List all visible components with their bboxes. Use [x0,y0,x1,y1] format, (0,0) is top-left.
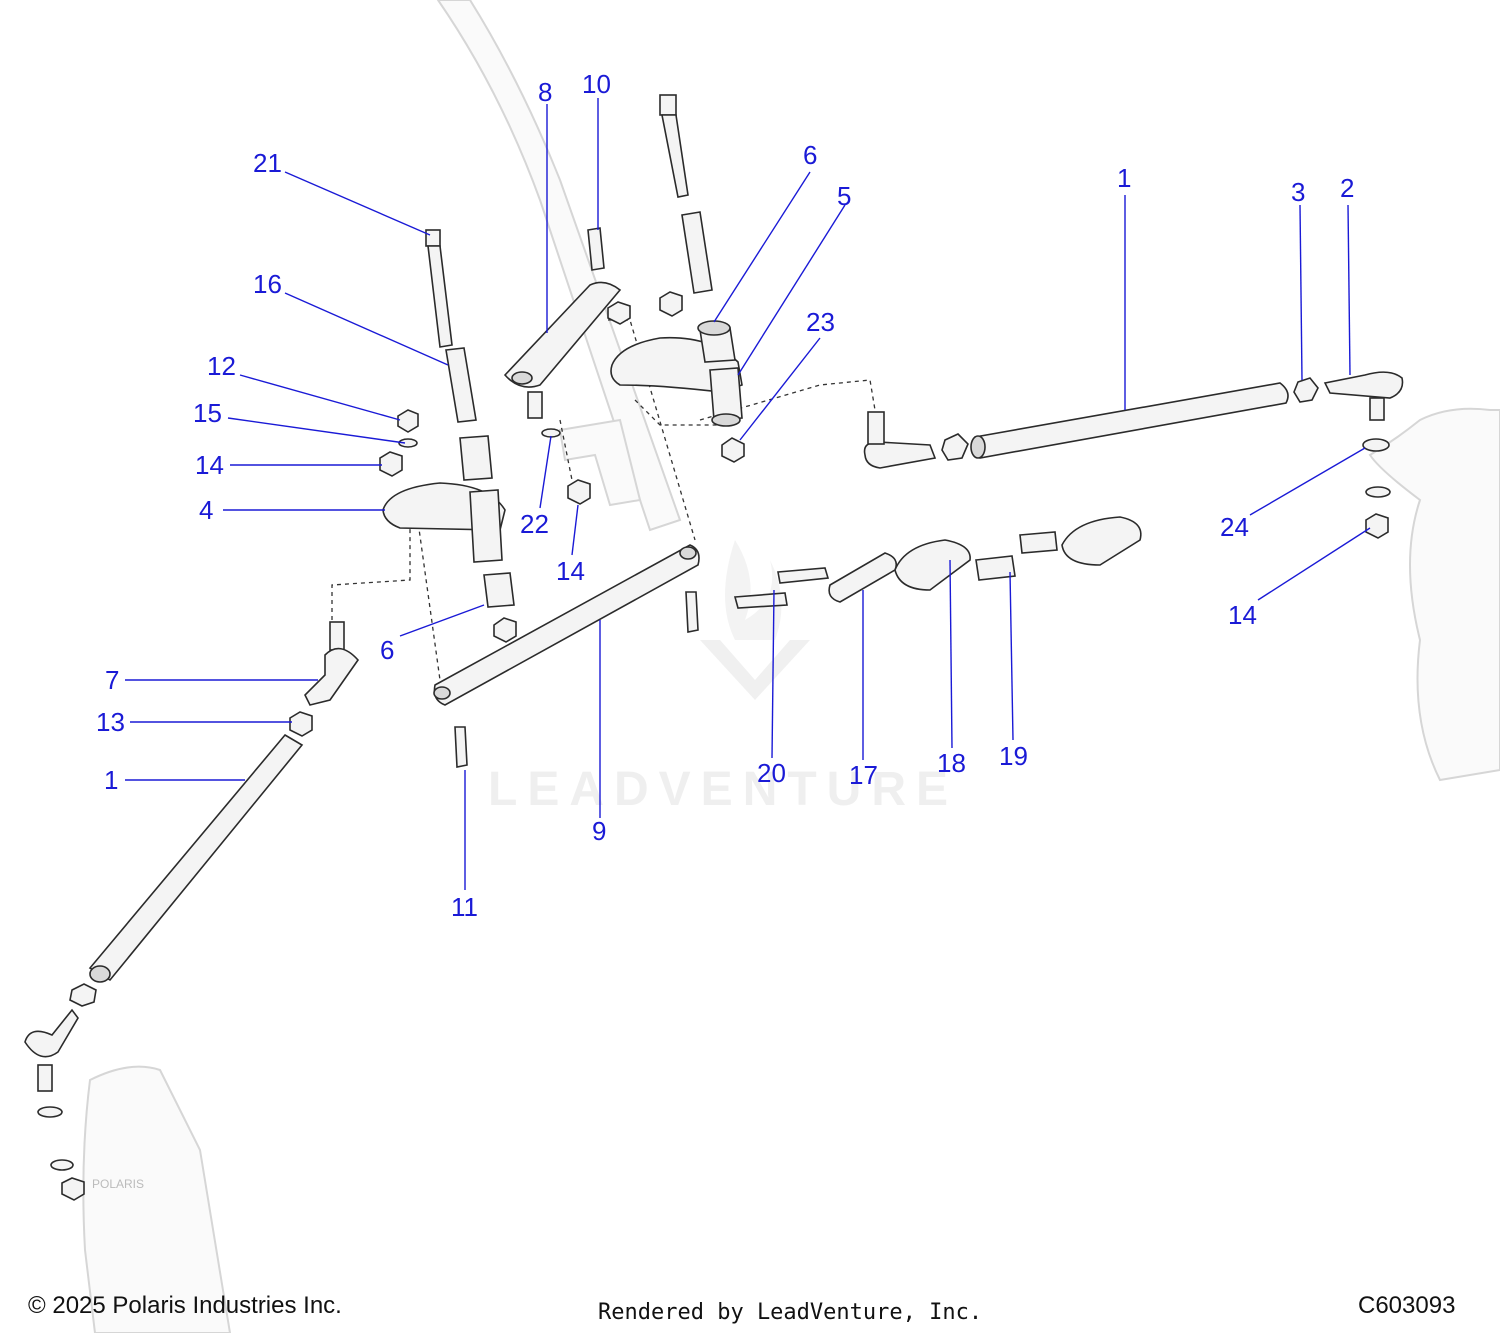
coupler [1061,516,1142,566]
bolt-upper-9 [685,591,699,633]
drag-link-9 [433,544,700,706]
nut-14-right [1365,513,1389,539]
nut-14-mid [567,479,591,505]
bolt-11 [454,726,468,768]
callout-5: 5 [837,181,851,211]
callout-24: 24 [1220,512,1249,542]
left-knuckle: POLARIS [82,1065,232,1333]
callout-7: 7 [105,665,119,695]
callout-21: 21 [253,148,282,178]
washer-left-a [37,1106,63,1118]
spacer-16 [445,347,477,423]
callout-13: 13 [96,707,125,737]
right-knuckle [1368,407,1500,782]
nut-14-left [379,451,403,477]
rod-end-left [24,1008,79,1058]
assembly-dashes [331,319,876,681]
nut-a [659,291,683,317]
washer-24 [1362,438,1390,452]
callouts: 21 16 12 15 14 4 7 13 1 8 10 6 5 23 22 1… [96,69,1354,922]
bolt-top [661,114,689,198]
bolt-head-top [659,94,677,116]
rod-end-left-stud [37,1064,53,1092]
bolt-10 [587,227,605,271]
pitman-arm-8 [503,281,622,419]
callout-14-right: 14 [1228,600,1257,630]
callout-12: 12 [207,351,236,381]
idler-bracket-4 [382,435,506,563]
callout-17: 17 [849,760,878,790]
washer-24b [1365,486,1391,498]
bolt-head-21 [425,229,441,247]
callout-6-low: 6 [380,635,394,665]
frame-bracket-ghost [558,418,642,507]
callout-14-left: 14 [195,450,224,480]
knuckle-brand-text: POLARIS [92,1177,144,1191]
washer-15 [398,438,418,448]
bolt-21 [427,245,453,348]
nut-23 [721,437,745,463]
spacer-top [681,211,713,294]
jam-nut-13 [289,711,313,737]
nut-left-bottom [61,1177,85,1201]
callout-22: 22 [520,509,549,539]
callout-14-mid: 14 [556,556,585,586]
bushing-19b [1019,531,1058,554]
watermark: LEADVENTURE [488,540,958,816]
clamp-18 [894,539,971,591]
diagram-code: C603093 [1358,1292,1456,1319]
rod-end-7 [304,621,360,706]
callout-20: 20 [757,758,786,788]
callout-6-top: 6 [803,140,817,170]
bushing-6-lower [483,572,515,608]
callout-9: 9 [592,816,606,846]
nut-b [607,301,631,325]
washer-22 [541,428,561,438]
idler-bracket-5 [610,320,743,427]
rod-end-2 [1323,371,1404,421]
callout-8: 8 [538,77,552,107]
copyright-text: © 2025 Polaris Industries Inc. [28,1292,342,1319]
callout-1-left: 1 [104,765,118,795]
nut-lower [493,617,517,643]
leader-lines [125,98,1371,890]
jam-nut-left [69,983,97,1007]
callout-11: 11 [451,892,478,922]
rod-end-right-inner [863,411,969,469]
callout-1-right: 1 [1117,163,1131,193]
callout-10: 10 [582,69,611,99]
washer-left-b [50,1159,74,1171]
bushing-19 [975,555,1016,581]
bolt-20a [777,567,830,584]
callout-16: 16 [253,269,282,299]
jam-nut-3 [1293,377,1319,403]
callout-23: 23 [806,307,835,337]
callout-3: 3 [1291,177,1305,207]
callout-15: 15 [193,398,222,428]
callout-18: 18 [937,748,966,778]
callout-2: 2 [1340,173,1354,203]
tie-rod-right [970,382,1289,459]
watermark-text: LEADVENTURE [488,763,958,816]
callout-19: 19 [999,741,1028,771]
rendered-by-text: Rendered by LeadVenture, Inc. [598,1300,983,1325]
tie-rod-left [88,733,304,983]
callout-4: 4 [199,495,213,525]
frame-tube-ghost [436,0,682,532]
nut-12 [397,409,419,433]
